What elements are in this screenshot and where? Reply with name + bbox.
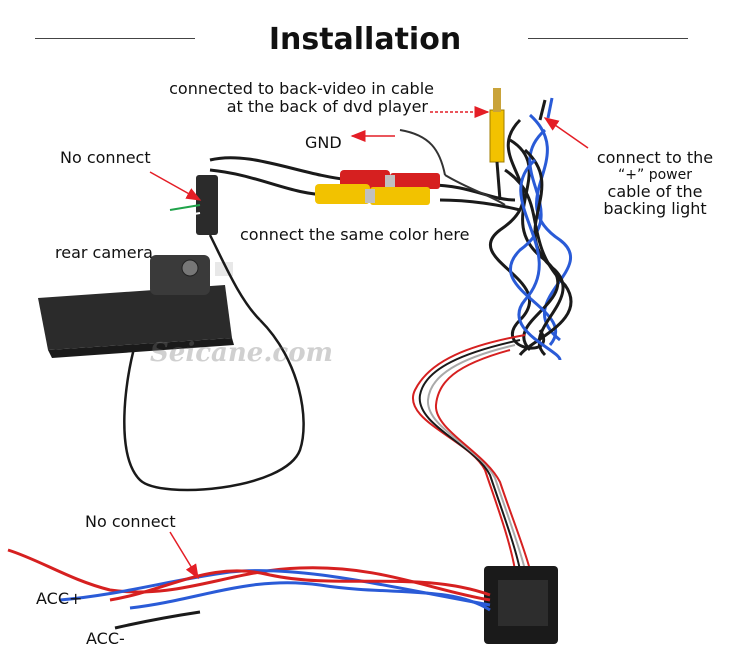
no-connect-bottom-label: No connect xyxy=(85,512,176,531)
page-title: Installation xyxy=(268,22,462,57)
camera-harness-plug xyxy=(169,175,218,235)
acc-cable xyxy=(7,548,491,630)
no-connect-top-label: No connect xyxy=(60,148,151,167)
power-label-line1: connect to the xyxy=(596,148,714,167)
back-video-label-line2: at the back of dvd player xyxy=(226,97,428,116)
acc-minus-label: ACC- xyxy=(86,629,125,648)
same-color-label: connect the same color here xyxy=(240,225,470,244)
watermark: Seicane.com xyxy=(150,338,334,368)
power-label-line3: cable of the xyxy=(607,182,703,201)
coiled-cable xyxy=(489,97,573,361)
camera-cable xyxy=(123,234,305,492)
rear-camera-label: rear camera xyxy=(55,243,153,262)
power-box-wires xyxy=(411,334,531,571)
rear-camera-body xyxy=(38,255,234,358)
power-label-line2: “+” power xyxy=(618,167,692,183)
control-box xyxy=(484,566,558,644)
title-rule-right xyxy=(528,38,688,39)
power-label-line4: backing light xyxy=(603,199,707,218)
back-video-label-line1: connected to back-video in cable xyxy=(169,79,434,98)
gnd-label: GND xyxy=(305,133,342,152)
acc-plus-label: ACC+ xyxy=(36,589,83,608)
back-video-rca-plug xyxy=(489,88,505,201)
title-rule-left xyxy=(35,38,195,39)
rca-yellow-pair xyxy=(315,184,430,205)
annotation-arrows xyxy=(149,106,589,580)
